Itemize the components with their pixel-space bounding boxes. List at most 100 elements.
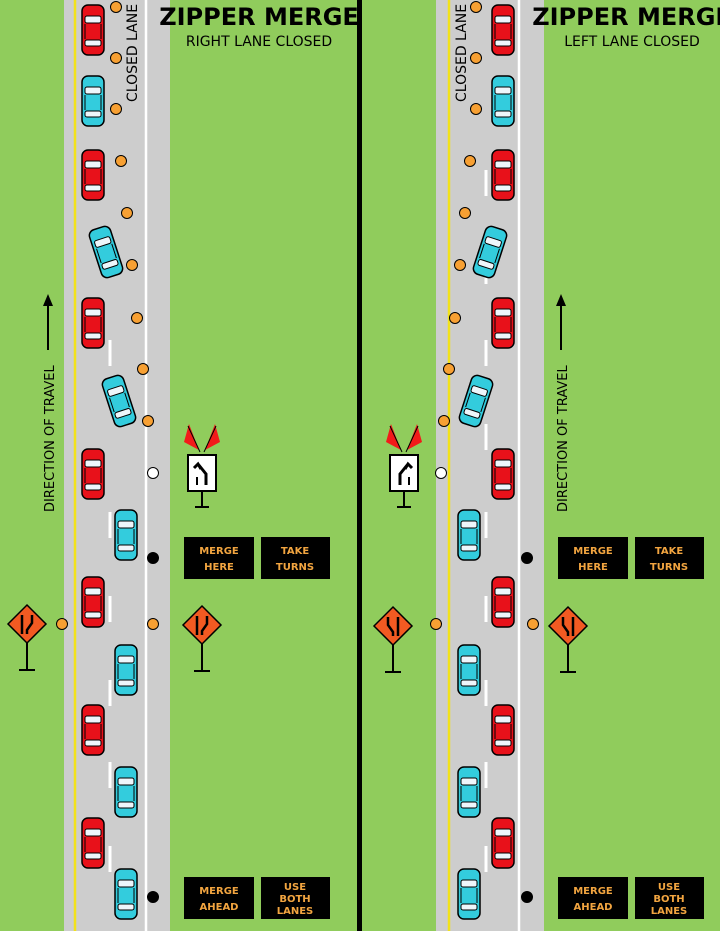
cyan-car-icon xyxy=(114,644,138,696)
right-panel: ZIPPER MERGE LEFT LANE CLOSED CLOSED LAN… xyxy=(372,0,720,931)
traffic-cone-icon xyxy=(147,467,159,479)
panel-divider xyxy=(357,0,362,931)
red-car-icon xyxy=(81,817,105,869)
warning-flag-icon xyxy=(184,424,199,450)
traffic-cone-icon xyxy=(110,1,122,13)
svg-text:TAKE: TAKE xyxy=(655,546,684,557)
lane-merge-warning-sign-icon xyxy=(372,605,414,673)
traffic-cone-icon xyxy=(147,618,159,630)
traffic-cone-icon xyxy=(115,155,127,167)
board-use-both-lanes: USE BOTH LANES xyxy=(635,877,704,919)
traffic-cone-icon xyxy=(470,1,482,13)
lane-merge-warning-sign-icon xyxy=(547,605,589,673)
svg-text:LANES: LANES xyxy=(277,906,314,917)
cyan-car-icon xyxy=(81,75,105,127)
red-car-icon xyxy=(81,297,105,349)
board-merge-ahead: MERGE AHEAD xyxy=(558,877,628,919)
lane-merge-warning-sign-icon xyxy=(181,604,223,672)
svg-text:TURNS: TURNS xyxy=(650,562,688,573)
board-take-turns: TAKE TURNS xyxy=(261,537,330,579)
traffic-cone-icon xyxy=(121,207,133,219)
cyan-car-icon xyxy=(491,75,515,127)
direction-arrow-icon xyxy=(556,294,566,350)
left-cars xyxy=(81,4,138,920)
traffic-cone-icon xyxy=(521,891,533,903)
svg-text:MERGE: MERGE xyxy=(573,546,613,557)
traffic-cone-icon xyxy=(147,552,159,564)
board-merge-ahead: MERGE AHEAD xyxy=(184,877,254,919)
right-cones xyxy=(430,1,539,903)
traffic-cone-icon xyxy=(126,259,138,271)
board-use-both-lanes: USE BOTH LANES xyxy=(261,877,330,919)
traffic-cone-icon xyxy=(521,552,533,564)
red-car-icon xyxy=(491,149,515,201)
red-car-icon xyxy=(491,576,515,628)
left-title: ZIPPER MERGE xyxy=(159,3,359,31)
traffic-cone-icon xyxy=(470,52,482,64)
right-direction-label: DIRECTION OF TRAVEL xyxy=(556,365,571,512)
red-car-icon xyxy=(491,448,515,500)
red-car-icon xyxy=(81,4,105,56)
traffic-cone-icon xyxy=(459,207,471,219)
svg-text:TAKE: TAKE xyxy=(281,546,310,557)
right-title: ZIPPER MERGE xyxy=(532,3,720,31)
cyan-car-icon xyxy=(114,868,138,920)
traffic-cone-icon xyxy=(449,312,461,324)
traffic-cone-icon xyxy=(527,618,539,630)
left-subtitle: RIGHT LANE CLOSED xyxy=(186,34,332,50)
right-closed-lane-label: CLOSED LANE xyxy=(454,4,470,102)
cyan-car-icon xyxy=(114,509,138,561)
traffic-cone-icon xyxy=(131,312,143,324)
cyan-car-icon xyxy=(114,766,138,818)
traffic-cone-icon xyxy=(110,103,122,115)
cyan-car-icon xyxy=(458,374,494,428)
red-car-icon xyxy=(491,704,515,756)
red-car-icon xyxy=(491,297,515,349)
svg-text:USE: USE xyxy=(658,882,680,893)
cyan-car-icon xyxy=(101,374,137,428)
left-cones xyxy=(56,1,159,903)
left-closed-lane-label: CLOSED LANE xyxy=(125,4,141,102)
traffic-cone-icon xyxy=(110,52,122,64)
cyan-car-icon xyxy=(457,868,481,920)
svg-text:TURNS: TURNS xyxy=(276,562,314,573)
keep-right-arrow-sign-icon xyxy=(386,424,422,508)
warning-flag-icon xyxy=(386,424,401,450)
red-car-icon xyxy=(491,817,515,869)
svg-text:MERGE: MERGE xyxy=(199,546,239,557)
svg-text:AHEAD: AHEAD xyxy=(200,902,239,913)
svg-text:BOTH: BOTH xyxy=(653,894,684,905)
direction-arrow-icon xyxy=(43,294,53,350)
traffic-cone-icon xyxy=(137,363,149,375)
traffic-cone-icon xyxy=(435,467,447,479)
board-merge-here: MERGE HERE xyxy=(558,537,628,579)
svg-text:MERGE: MERGE xyxy=(199,886,239,897)
warning-flag-icon xyxy=(407,424,422,450)
traffic-cone-icon xyxy=(454,259,466,271)
keep-left-arrow-sign-icon xyxy=(184,424,220,508)
red-car-icon xyxy=(81,149,105,201)
traffic-cone-icon xyxy=(438,415,450,427)
right-road xyxy=(436,0,544,931)
red-car-icon xyxy=(81,576,105,628)
warning-flag-icon xyxy=(205,424,220,450)
cyan-car-icon xyxy=(457,509,481,561)
left-direction-label: DIRECTION OF TRAVEL xyxy=(43,365,58,512)
svg-text:BOTH: BOTH xyxy=(279,894,310,905)
traffic-cone-icon xyxy=(470,103,482,115)
cyan-car-icon xyxy=(457,644,481,696)
cyan-car-icon xyxy=(457,766,481,818)
cyan-car-icon xyxy=(472,225,508,279)
lane-merge-warning-sign-icon xyxy=(6,603,48,671)
svg-text:LANES: LANES xyxy=(651,906,688,917)
right-cars xyxy=(457,4,515,920)
traffic-cone-icon xyxy=(464,155,476,167)
svg-text:HERE: HERE xyxy=(204,562,234,573)
board-merge-here: MERGE HERE xyxy=(184,537,254,579)
left-panel: ZIPPER MERGE RIGHT LANE CLOSED CLOSED LA… xyxy=(6,0,359,931)
red-car-icon xyxy=(81,448,105,500)
traffic-cone-icon xyxy=(147,891,159,903)
svg-text:MERGE: MERGE xyxy=(573,886,613,897)
traffic-cone-icon xyxy=(142,415,154,427)
svg-text:HERE: HERE xyxy=(578,562,608,573)
